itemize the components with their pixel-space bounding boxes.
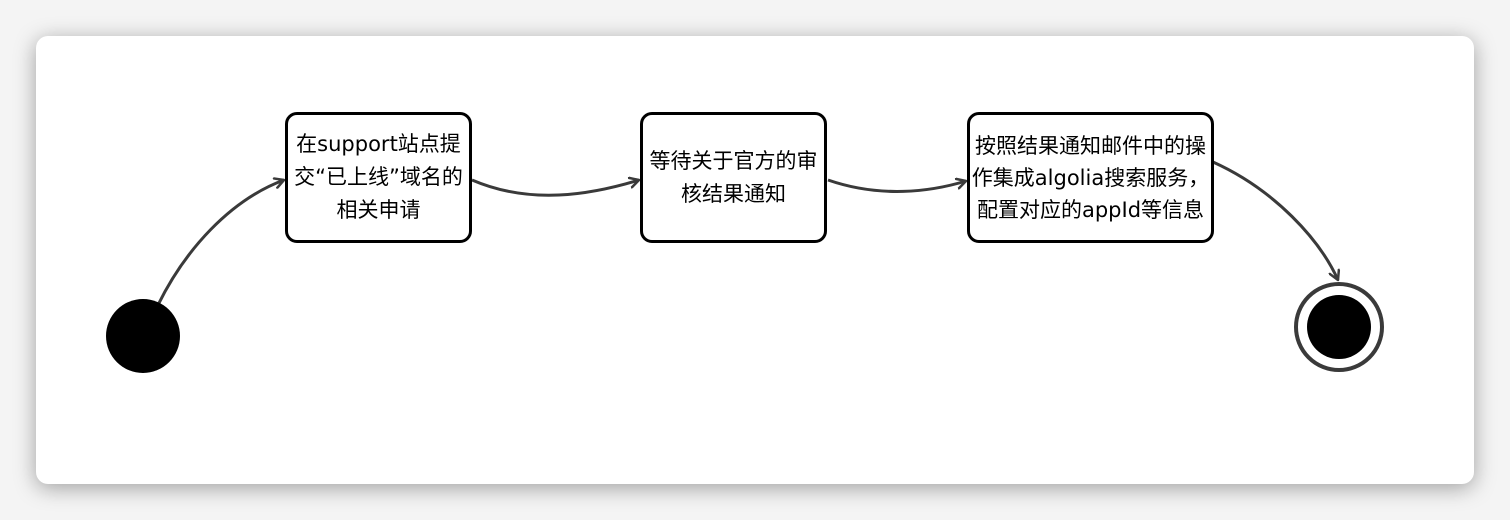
edge-step2-to-step3: [827, 180, 966, 193]
edge-step1-to-step2: [471, 180, 639, 197]
step-submit-domain-application: 在support站点提交“已上线”域名的相关申请: [285, 112, 472, 243]
step-wait-review-notice: 等待关于官方的审核结果通知: [640, 112, 827, 243]
step-integrate-algolia: 按照结果通知邮件中的操作集成algolia搜索服务，配置对应的appId等信息: [967, 112, 1214, 243]
diagram-card: [36, 36, 1474, 484]
end-node-core: [1307, 295, 1371, 359]
step-1-text: 在support站点提交“已上线”域名的相关申请: [294, 132, 463, 222]
step-3-text: 按照结果通知邮件中的操作集成algolia搜索服务，配置对应的appId等信息: [971, 133, 1210, 222]
edge-start-to-step1: [156, 180, 284, 306]
edge-step3-to-end: [1212, 160, 1338, 280]
step-2-text: 等待关于官方的审核结果通知: [649, 148, 818, 206]
start-node: [106, 299, 180, 373]
